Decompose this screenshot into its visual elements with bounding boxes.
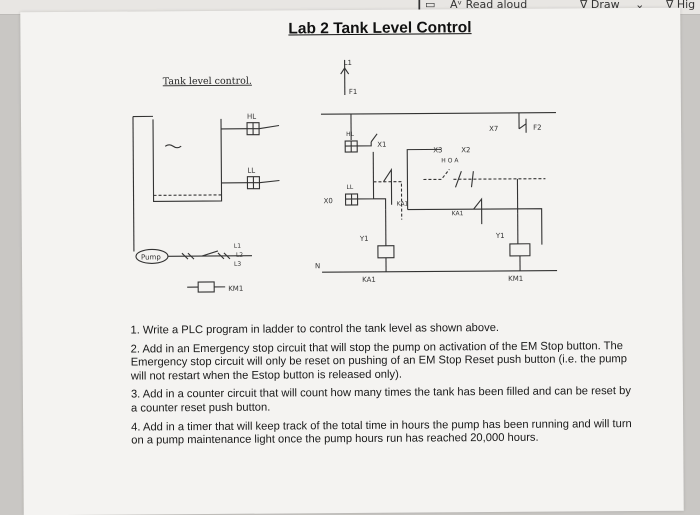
read-aloud-icon: Aᵛ (450, 0, 463, 11)
list-item: 1. Write a PLC program in ladder to cont… (130, 321, 500, 337)
document-page: Lab 2 Tank Level Control Tank level cont… (20, 7, 684, 515)
svg-text:KM1: KM1 (508, 275, 523, 283)
svg-text:X2: X2 (461, 146, 470, 154)
task-list: 1. Write a PLC program in ladder to cont… (130, 321, 636, 453)
svg-text:L2: L2 (236, 252, 243, 259)
svg-text:X1: X1 (377, 141, 386, 149)
pump: Pump L1 L2 L3 (135, 243, 252, 268)
list-item: 2. Add in an Emergency stop circuit that… (130, 339, 627, 383)
highlight-icon: ∇ (666, 0, 674, 11)
highlight-label: Hig (676, 0, 696, 11)
draw-icon: ∇ (580, 0, 588, 11)
svg-text:HL: HL (247, 113, 256, 121)
list-item: 3. Add in a counter circuit that will co… (130, 385, 631, 415)
svg-text:KM1: KM1 (228, 285, 243, 293)
ladder-circuit: L1 F1 HL X1 LL X0 KA1 Y1 KA1 (315, 59, 558, 284)
svg-text:LL: LL (346, 184, 353, 191)
svg-text:LL: LL (247, 167, 255, 175)
read-aloud-label: Read aloud (465, 0, 528, 11)
list-item: 4. Add in a timer that will keep track o… (131, 417, 632, 447)
svg-text:Y1: Y1 (359, 235, 369, 243)
svg-text:H O A: H O A (441, 157, 459, 164)
svg-text:HL: HL (346, 131, 355, 138)
svg-text:KA1: KA1 (362, 276, 376, 284)
svg-text:L3: L3 (234, 261, 241, 268)
svg-text:X3: X3 (433, 146, 442, 154)
hl-level-sensor: HL (246, 113, 280, 136)
tank-level-diagram: Tank level control. HL LL Pump (132, 59, 558, 293)
svg-text:L1: L1 (344, 59, 352, 67)
ll-level-sensor: LL (246, 167, 280, 190)
svg-text:KA1: KA1 (397, 201, 409, 208)
svg-text:Y1: Y1 (495, 232, 505, 240)
draw-label: Draw (590, 0, 620, 11)
svg-text:X0: X0 (324, 197, 333, 205)
km1-coil-left: KM1 (187, 281, 243, 293)
svg-text:N: N (315, 262, 320, 270)
highlight-button[interactable]: ∇ Hig (666, 0, 695, 11)
diagram-caption: Tank level control. (163, 76, 252, 88)
chevron-down-icon[interactable]: ⌄ (635, 0, 645, 11)
svg-text:F2: F2 (533, 124, 542, 132)
svg-text:L1: L1 (234, 243, 241, 250)
svg-text:F1: F1 (349, 88, 358, 96)
tank (132, 115, 223, 252)
svg-text:Pump: Pump (141, 253, 161, 261)
read-aloud-button[interactable]: Aᵛ Read aloud (450, 0, 527, 11)
svg-text:KA1: KA1 (452, 210, 464, 217)
draw-button[interactable]: ∇ Draw ⌄ (580, 0, 644, 11)
toolbar-separator-icon: ┃ (416, 0, 423, 11)
svg-text:X7: X7 (489, 125, 498, 133)
page-view-icon[interactable]: ▭ (425, 0, 436, 11)
